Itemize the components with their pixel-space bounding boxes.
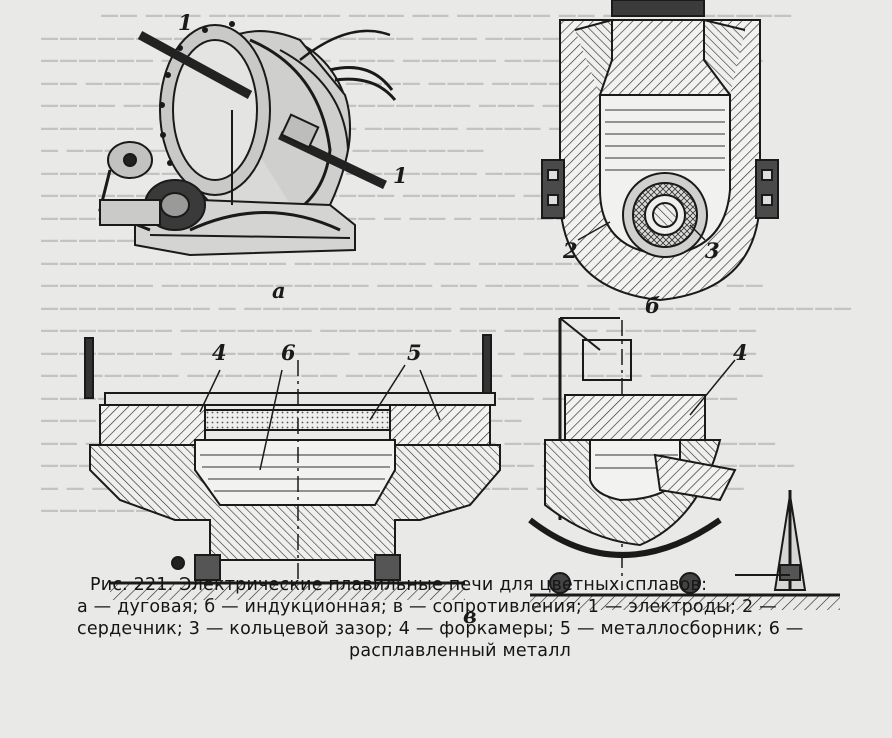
- figure-caption: Рис. 221. Электрические плавильные печи …: [77, 574, 875, 662]
- label-b: б: [645, 293, 661, 318]
- label-5: 5: [407, 340, 422, 365]
- label-2: 2: [563, 238, 578, 263]
- label-a: а: [272, 278, 286, 303]
- caption-line-1: Рис. 221. Электрические плавильные печи …: [90, 575, 708, 595]
- label-4-right: 4: [733, 340, 748, 365]
- caption-line-4: расплавленный металл: [349, 641, 571, 661]
- arc-furnace-drawing: [98, 21, 397, 257]
- label-4-left: 4: [212, 340, 227, 365]
- resistance-furnace-drawing: [84, 317, 840, 610]
- label-6: 6: [281, 340, 296, 365]
- caption-line-3: сердечник; 3 — кольцевой зазор; 4 — форк…: [77, 619, 804, 639]
- caption-line-2: а — дуговая; б — индукционная; в — сопро…: [77, 597, 777, 617]
- label-v: в: [463, 603, 477, 628]
- label-3: 3: [705, 238, 720, 263]
- label-1-right: 1: [393, 163, 408, 188]
- label-1-top: 1: [178, 10, 193, 35]
- induction-furnace-drawing: [541, 0, 779, 302]
